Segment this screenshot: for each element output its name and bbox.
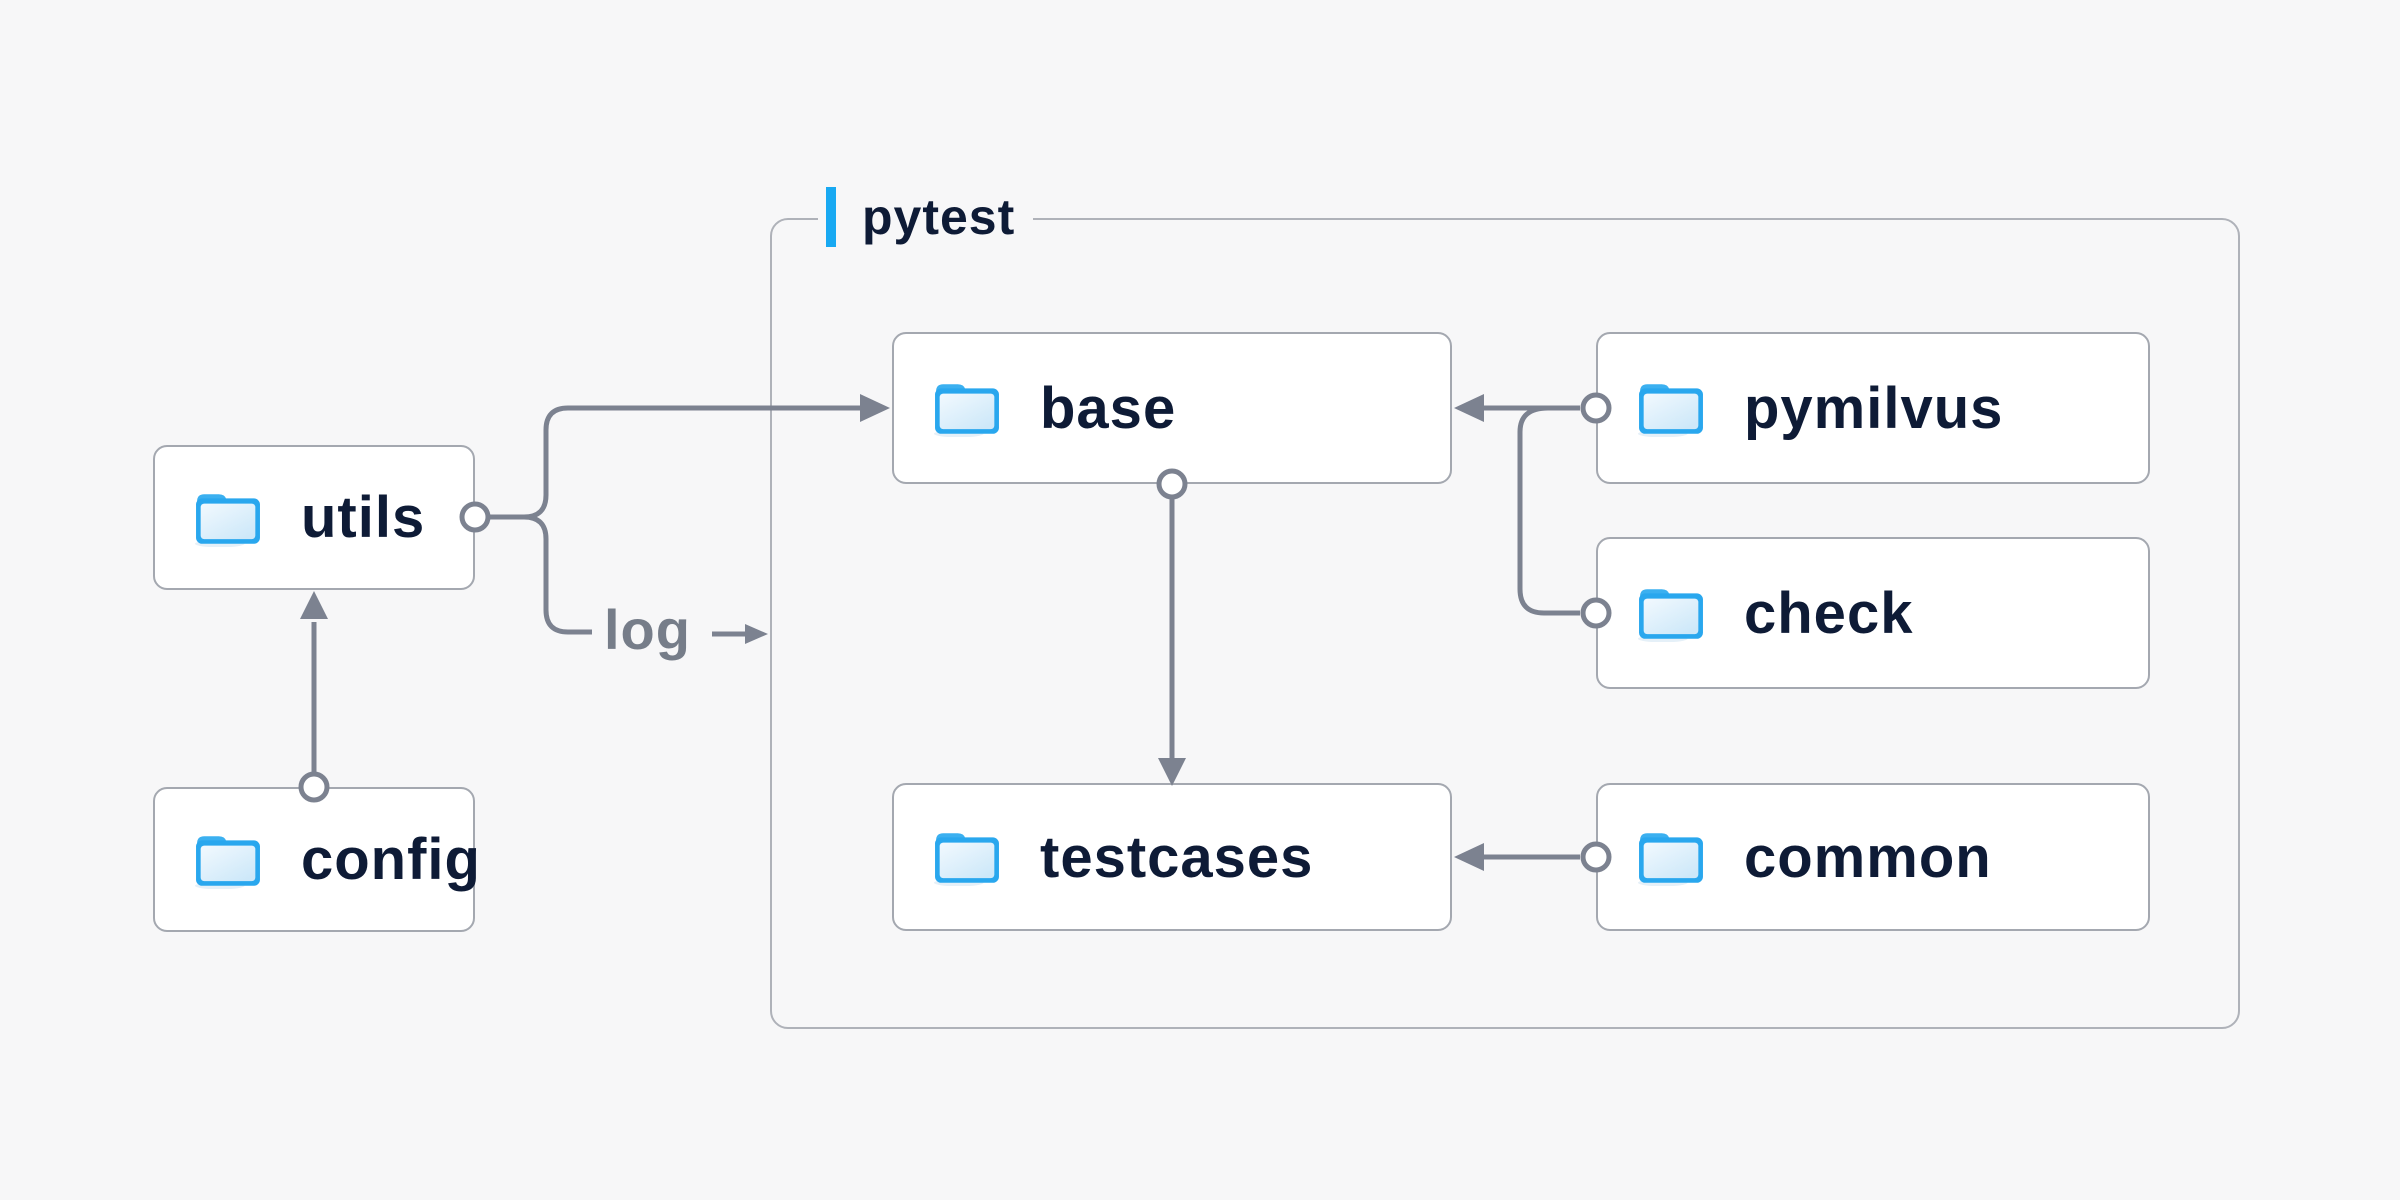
- arrowhead-into-utils-bottom: [300, 591, 328, 619]
- folder-icon: [1638, 384, 1703, 437]
- pytest-group-label: pytest: [818, 184, 1034, 250]
- folder-icon: [195, 835, 260, 889]
- arrowhead-log: [745, 624, 768, 644]
- node-utils: utils: [153, 445, 475, 590]
- log-edge-label: log: [604, 598, 691, 661]
- node-pymilvus: pymilvus: [1596, 332, 2150, 484]
- folder-icon: [1638, 833, 1703, 886]
- node-label: common: [1744, 824, 1992, 890]
- node-label: check: [1744, 580, 1914, 646]
- node-testcases: testcases: [892, 783, 1452, 931]
- node-label: testcases: [1040, 824, 1314, 890]
- edge-utils-log: [523, 514, 592, 635]
- node-label: pymilvus: [1744, 375, 2004, 441]
- node-common: common: [1596, 783, 2150, 931]
- pytest-group-container: [770, 218, 2240, 1029]
- folder-icon: [1638, 589, 1703, 642]
- node-label: base: [1040, 375, 1177, 441]
- folder-icon: [195, 493, 260, 547]
- node-label: config: [301, 827, 481, 892]
- folder-icon: [934, 833, 999, 886]
- node-base: base: [892, 332, 1452, 484]
- accent-bar: [826, 187, 836, 247]
- node-check: check: [1596, 537, 2150, 689]
- pytest-group-label-text: pytest: [862, 189, 1016, 245]
- folder-icon: [934, 384, 999, 437]
- node-label: utils: [301, 485, 426, 550]
- node-config: config: [153, 787, 480, 932]
